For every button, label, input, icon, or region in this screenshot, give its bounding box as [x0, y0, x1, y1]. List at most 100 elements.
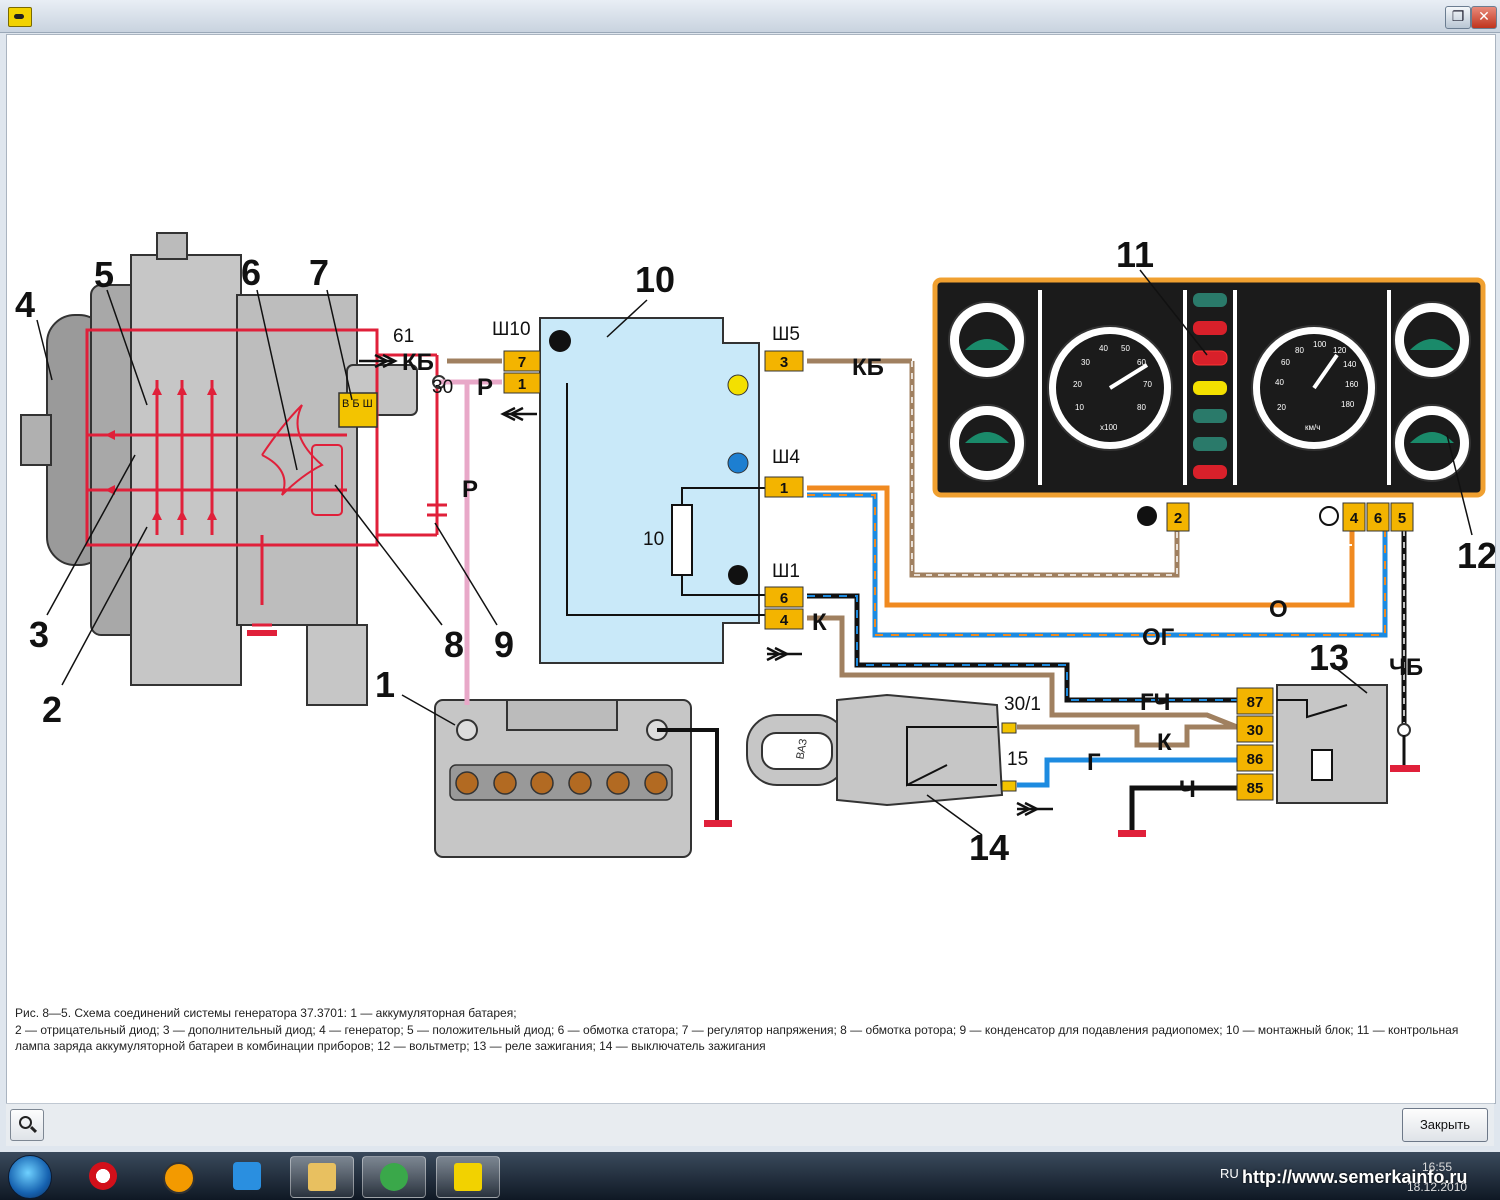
media-player-icon[interactable]: [216, 1156, 278, 1196]
wire-label-chb: ЧБ: [1389, 654, 1423, 681]
wire-label-k: К: [1157, 729, 1172, 756]
callout-3: 3: [29, 614, 49, 655]
bottom-toolbar: Закрыть: [6, 1103, 1494, 1146]
clock-date[interactable]: 18.12.2010: [1407, 1180, 1468, 1194]
speedo-tick: 40: [1275, 378, 1284, 387]
wiring-diagram: В Б Ш: [15, 232, 1495, 865]
callout-14: 14: [969, 827, 1009, 865]
tacho-tick: x100: [1100, 423, 1118, 432]
caption-line-2: 2 — отрицательный диод; 3 — дополнительн…: [15, 1022, 1459, 1054]
speedo-tick: 120: [1333, 346, 1347, 355]
wire-label-p: Р: [477, 374, 493, 401]
speedo-tick: 80: [1295, 346, 1304, 355]
wire-label-61: 61: [393, 326, 414, 347]
regulator-label: В Б Ш: [342, 398, 373, 410]
callout-12: 12: [1457, 535, 1495, 576]
pin-cluster-2: 2: [1174, 510, 1182, 527]
app-icon: [8, 7, 32, 27]
callout-7: 7: [309, 252, 329, 293]
pin-sh1-4: 4: [780, 612, 789, 629]
pin-relay-87: 87: [1247, 694, 1264, 711]
pin-sh4-1: 1: [780, 480, 788, 497]
image-viewer: В Б Ш: [6, 34, 1496, 1104]
callout-8: 8: [444, 624, 464, 665]
tacho-tick: 10: [1075, 403, 1084, 412]
ignition-relay: [1276, 684, 1388, 804]
pin-sh1-6: 6: [780, 590, 788, 607]
speedo-tick: 60: [1281, 358, 1290, 367]
callout-13: 13: [1309, 637, 1349, 678]
pin-relay-30: 30: [1247, 722, 1264, 739]
pin-block-7: 7: [518, 354, 526, 371]
figure-caption: Рис. 8—5. Схема соединений системы генер…: [15, 1005, 1485, 1055]
watermark-url: http://www.semerkainfo.ru: [1242, 1167, 1468, 1187]
pin-label-sh5: Ш5: [772, 324, 800, 345]
wire-label-k: К: [812, 609, 827, 636]
close-icon: ✕: [1478, 9, 1490, 25]
magnifier-icon[interactable]: [10, 1109, 44, 1141]
pin-label-sh10: Ш10: [492, 319, 531, 340]
ground-icon: [1118, 830, 1146, 837]
pin-sh5-3: 3: [780, 354, 788, 371]
callout-2: 2: [42, 689, 62, 730]
ignition-switch: ВАЗ: [746, 693, 1017, 807]
pin-label-sh4: Ш4: [772, 447, 800, 468]
callout-10: 10: [635, 259, 675, 300]
callout-1: 1: [375, 664, 395, 705]
pin-relay-86: 86: [1247, 751, 1264, 768]
tacho-tick: 50: [1121, 344, 1130, 353]
wire-label-g: Г: [1087, 749, 1101, 776]
speedo-tick: 100: [1313, 340, 1327, 349]
wire-label-ch: Ч: [1179, 776, 1196, 803]
caption-line-1: Рис. 8—5. Схема соединений системы генер…: [15, 1006, 517, 1020]
language-indicator[interactable]: RU: [1220, 1166, 1239, 1181]
wire-label-og: ОГ: [1142, 624, 1175, 651]
key-label: ВАЗ: [794, 737, 809, 760]
aimp-icon[interactable]: [146, 1156, 208, 1196]
callout-6: 6: [241, 252, 261, 293]
wires: [439, 358, 1407, 830]
taskbar: RU http://www.semerkainfo.ru 16:55 18.12…: [0, 1152, 1500, 1200]
wire-label-p: Р: [462, 476, 478, 503]
mounting-block: [539, 317, 767, 664]
tacho-tick: 30: [1081, 358, 1090, 367]
explorer-icon[interactable]: [290, 1156, 354, 1198]
opera-icon[interactable]: [72, 1156, 134, 1196]
game-icon[interactable]: [362, 1156, 426, 1198]
title-bar: ❐ ✕: [0, 0, 1500, 33]
tacho-tick: 70: [1143, 380, 1152, 389]
restore-button[interactable]: ❐: [1445, 6, 1471, 29]
switch-label-301: 30/1: [1004, 694, 1041, 715]
callout-11: 11: [1116, 234, 1154, 275]
callout-4: 4: [15, 284, 35, 325]
pin-label-sh1: Ш1: [772, 561, 800, 582]
wire-label-kb: КБ: [402, 349, 434, 376]
fuse-label-10: 10: [643, 529, 664, 550]
pin-relay-85: 85: [1247, 780, 1264, 797]
wire-label-30: 30: [432, 377, 453, 398]
system-tray: RU http://www.semerkainfo.ru 16:55 18.12…: [1212, 1152, 1500, 1200]
pin-block-1: 1: [518, 376, 526, 393]
close-window-button[interactable]: ✕: [1471, 6, 1497, 29]
pin-cluster-4: 4: [1350, 510, 1359, 527]
pin-cluster-6: 6: [1374, 510, 1382, 527]
speedo-tick: 160: [1345, 380, 1359, 389]
speedo-tick: км/ч: [1305, 423, 1320, 432]
wire-label-o: О: [1269, 596, 1288, 623]
instrument-cluster: 10 20 30 40 50 60 70 80 x100 20 40 60 80…: [932, 277, 1486, 498]
battery: [434, 699, 732, 858]
tacho-tick: 40: [1099, 344, 1108, 353]
restore-icon: ❐: [1451, 9, 1465, 25]
speedo-tick: 20: [1277, 403, 1286, 412]
switch-label-15: 15: [1007, 749, 1028, 770]
diagram-app-icon[interactable]: [436, 1156, 500, 1198]
clock-time[interactable]: 16:55: [1422, 1160, 1453, 1174]
callout-9: 9: [494, 624, 514, 665]
speedo-tick: 140: [1343, 360, 1357, 369]
close-button[interactable]: Закрыть: [1402, 1108, 1488, 1142]
windows-start-icon[interactable]: [8, 1155, 52, 1199]
speedo-tick: 180: [1341, 400, 1355, 409]
tacho-tick: 20: [1073, 380, 1082, 389]
wire-label-gch: ГЧ: [1140, 689, 1170, 716]
tacho-tick: 80: [1137, 403, 1146, 412]
